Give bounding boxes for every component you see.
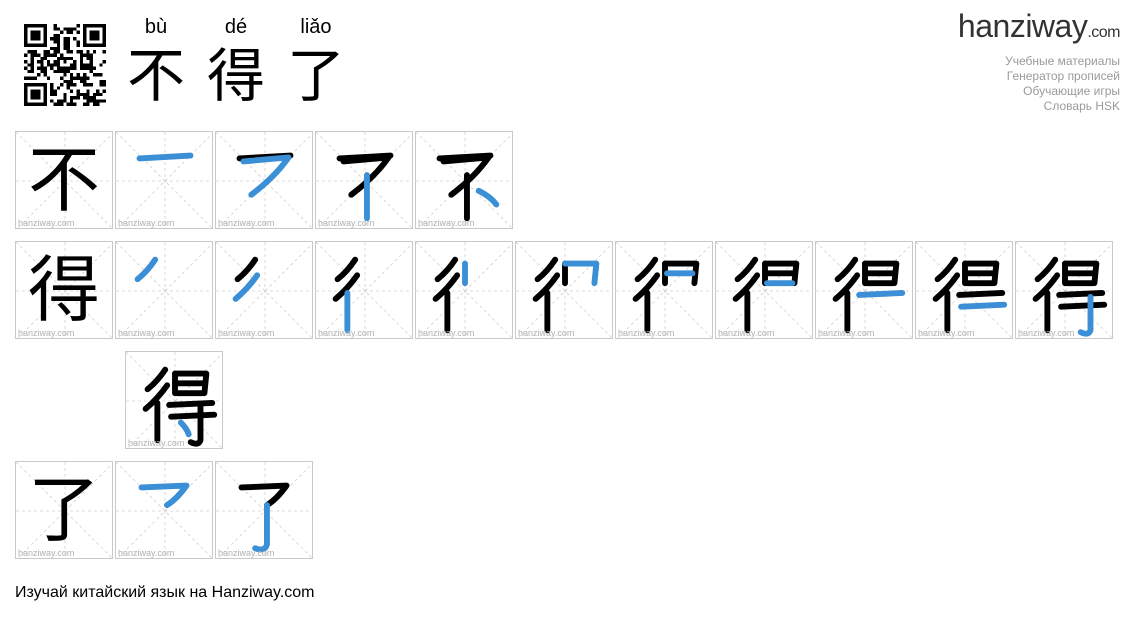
guide-lines (116, 242, 212, 338)
guide-lines (816, 242, 912, 338)
stroke-step-4 (436, 152, 500, 222)
logo-suffix: .com (1087, 24, 1120, 41)
stroke-step-1 (138, 482, 190, 509)
stroke-cell: hanziway.com (315, 241, 413, 339)
character-glyph: 了 (27, 468, 100, 552)
stroke-cell: hanziway.com (915, 241, 1013, 339)
guide-lines (416, 242, 512, 338)
cell-watermark: hanziway.com (718, 328, 775, 338)
cell-watermark: hanziway.com (218, 218, 275, 228)
site-logo[interactable]: hanziway.com (957, 8, 1121, 45)
stroke-step-1 (136, 152, 194, 162)
stroke-step-10 (1032, 256, 1108, 337)
stroke-cell: hanziway.com (1015, 241, 1113, 339)
guide-lines (916, 242, 1012, 338)
cell-watermark: hanziway.com (118, 328, 175, 338)
nav-links: Учебные материалы Генератор прописей Обу… (1005, 54, 1120, 114)
link-hsk-dictionary[interactable]: Словарь HSK (1043, 99, 1120, 113)
character-glyph: 不 (27, 138, 100, 222)
stroke-cell: hanziway.com (215, 461, 313, 559)
stroke-cell: hanziway.com (125, 351, 223, 449)
stroke-step-3 (336, 152, 394, 222)
cell-watermark: hanziway.com (18, 548, 75, 558)
stroke-step-3 (332, 256, 361, 334)
cell-watermark: hanziway.com (18, 218, 75, 228)
link-study-materials[interactable]: Учебные материалы (1005, 54, 1120, 68)
qr-code (24, 24, 106, 106)
link-learning-games[interactable]: Обучающие игры (1023, 84, 1120, 98)
stroke-cell: hanziway.com (515, 241, 613, 339)
guide-lines (16, 462, 112, 558)
stroke-step-2 (236, 152, 294, 198)
guide-lines (316, 242, 412, 338)
cell-watermark: hanziway.com (128, 438, 185, 448)
stroke-step-9 (932, 256, 1008, 334)
logo-main: hanziway (957, 8, 1088, 44)
stroke-step-8 (832, 256, 906, 334)
stroke-cell: hanziway.com (115, 461, 213, 559)
cell-watermark: hanziway.com (218, 328, 275, 338)
guide-lines (616, 242, 712, 338)
stroke-cell: hanziway.com (115, 241, 213, 339)
stroke-step-4 (432, 256, 468, 334)
guide-lines (116, 132, 212, 228)
cell-watermark: hanziway.com (118, 218, 175, 228)
pinyin-3: liǎo (300, 16, 332, 38)
cell-watermark: hanziway.com (818, 328, 875, 338)
cell-watermark: hanziway.com (418, 218, 475, 228)
stroke-cell: hanziway.com (815, 241, 913, 339)
guide-lines (16, 242, 112, 338)
cell-watermark: hanziway.com (518, 328, 575, 338)
hanzi-2: 得 (206, 42, 265, 110)
cell-watermark: hanziway.com (618, 328, 675, 338)
stroke-cell: hanziway.com (215, 241, 313, 339)
stroke-cell: hanziway.com (315, 131, 413, 229)
footer-text: Изучай китайский язык на Hanziway.com (15, 584, 315, 601)
stroke-step-7 (732, 256, 800, 334)
stroke-step-5 (532, 256, 600, 334)
guide-lines (516, 242, 612, 338)
stroke-step-11 (142, 366, 218, 447)
cell-watermark: hanziway.com (218, 548, 275, 558)
stroke-cell: hanziway.com (715, 241, 813, 339)
cell-watermark: hanziway.com (18, 328, 75, 338)
stroke-step-1 (134, 256, 159, 283)
stroke-cell: hanziway.com (215, 131, 313, 229)
stroke-cell: hanziway.com (415, 241, 513, 339)
cell-watermark: hanziway.com (118, 548, 175, 558)
cell-watermark: hanziway.com (1018, 328, 1075, 338)
cell-watermark: hanziway.com (318, 218, 375, 228)
guide-lines (216, 242, 312, 338)
stroke-step-2 (232, 256, 261, 302)
stroke-cell: hanziway.com (115, 131, 213, 229)
cell-watermark: hanziway.com (318, 328, 375, 338)
guide-lines (116, 462, 212, 558)
link-worksheet-generator[interactable]: Генератор прописей (1006, 69, 1120, 83)
guide-lines (1016, 242, 1112, 338)
guide-lines (126, 352, 222, 448)
pinyin-1: bù (144, 16, 168, 38)
cell-watermark: hanziway.com (418, 328, 475, 338)
hanzi-1: 不 (126, 42, 185, 110)
stroke-step-2 (238, 482, 290, 553)
cell-watermark: hanziway.com (918, 328, 975, 338)
pinyin-2: dé (224, 16, 248, 38)
stroke-cell: hanziway.com (615, 241, 713, 339)
guide-lines (16, 132, 112, 228)
hanzi-3: 了 (286, 42, 345, 110)
guide-lines (716, 242, 812, 338)
stroke-cell: hanziway.com (415, 131, 513, 229)
stroke-step-6 (632, 256, 700, 334)
character-glyph: 得 (27, 248, 100, 332)
